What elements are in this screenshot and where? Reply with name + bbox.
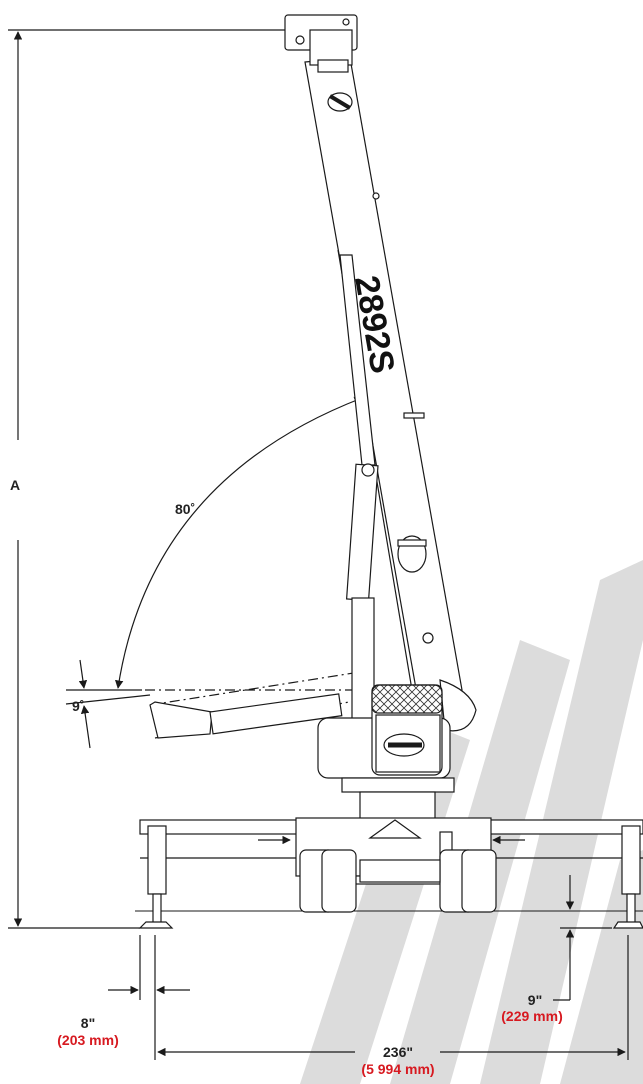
crane-turret — [317, 684, 455, 823]
outrigger-leg-left — [138, 825, 174, 929]
boom-angle-arc — [115, 396, 363, 689]
inset-dimension — [108, 935, 190, 1060]
height-dimension — [8, 29, 285, 929]
boom-min-angle-label: 9˚ — [72, 698, 85, 714]
pad-drop-label-mm: (229 mm) — [501, 1008, 563, 1024]
truck-wheels — [299, 849, 497, 913]
boom-max-angle-label: 80˚ — [175, 501, 196, 517]
lift-cylinder — [339, 254, 379, 729]
height-label: A — [10, 477, 21, 493]
spread-label-mm: (5 994 mm) — [361, 1061, 435, 1077]
spread-dimension — [157, 935, 629, 1060]
inset-label-mm: (203 mm) — [57, 1032, 119, 1048]
inset-label-in: 8" — [80, 1015, 96, 1031]
spread-label-in: 236" — [383, 1044, 413, 1060]
pad-drop-label-in: 9" — [527, 992, 543, 1008]
boom-stowed-outline — [149, 693, 343, 739]
pad-drop-dimension — [553, 875, 612, 1001]
boom-raised — [284, 14, 477, 732]
min-angle-indicator — [65, 659, 151, 749]
outrigger-leg-right — [612, 825, 643, 929]
